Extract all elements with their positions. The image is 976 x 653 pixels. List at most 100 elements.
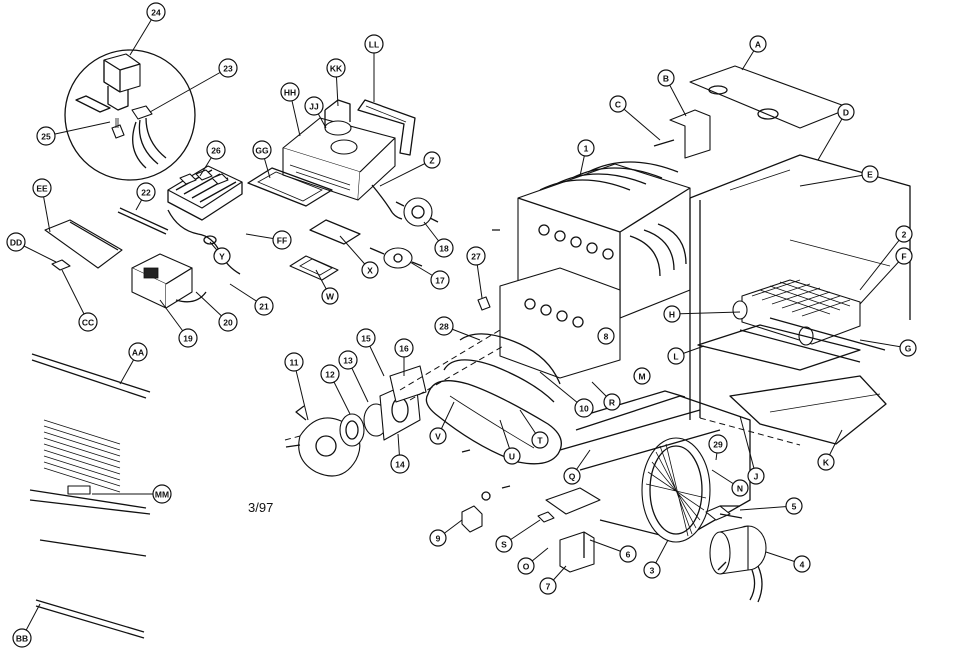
- callout-2: 2: [859, 225, 913, 291]
- gas-valve-detail: [64, 49, 196, 181]
- callout-7: 7: [539, 565, 567, 595]
- burners: [167, 165, 243, 221]
- callout-circle: [429, 529, 447, 547]
- callout-label: O: [523, 562, 530, 572]
- callout-f: F: [859, 247, 913, 305]
- callout-10: 10: [539, 371, 594, 418]
- callout-l: L: [667, 345, 705, 365]
- callout-label: 5: [792, 502, 797, 512]
- callout-circle: [861, 165, 879, 183]
- callout-label: 3: [650, 566, 655, 576]
- callout-leader: [817, 111, 847, 161]
- callout-circle: [895, 225, 913, 243]
- callout-dd: DD: [6, 232, 57, 263]
- callout-22: 22: [135, 182, 156, 211]
- callout-circle: [218, 58, 238, 78]
- callout-bb: BB: [12, 603, 41, 648]
- callout-aa: AA: [119, 342, 148, 385]
- callout-circle: [320, 364, 340, 384]
- callout-leader: [379, 159, 433, 187]
- callout-circle: [272, 230, 292, 250]
- callout-leader: [739, 415, 757, 477]
- limit-switch: [395, 197, 439, 227]
- callout-n: N: [711, 469, 749, 497]
- callout-kk: KK: [326, 58, 346, 107]
- callout-circle: [321, 287, 339, 305]
- callout-circle: [429, 427, 447, 445]
- callout-label: U: [509, 452, 515, 462]
- gasket-ll: [357, 99, 416, 156]
- callout-label: Y: [219, 252, 225, 262]
- callout-circle: [785, 497, 803, 515]
- callout-label: 24: [151, 8, 161, 18]
- inducer-assembly: [295, 365, 427, 477]
- callout-3: 3: [643, 539, 669, 579]
- callout-circle: [423, 151, 441, 169]
- callout-4: 4: [765, 551, 811, 573]
- callout-14: 14: [390, 433, 410, 474]
- callout-circle: [747, 467, 765, 485]
- callout-circle: [6, 232, 26, 252]
- door-switch: [461, 505, 483, 533]
- callout-circle: [394, 338, 414, 358]
- callout-circle: [643, 561, 661, 579]
- callout-circle: [539, 577, 557, 595]
- callout-label: 22: [141, 188, 151, 198]
- callout-v: V: [429, 401, 455, 445]
- callout-28: 28: [434, 316, 481, 341]
- bracket-w: [289, 255, 339, 281]
- callout-circle: [503, 447, 521, 465]
- callout-leader: [859, 233, 905, 291]
- callout-label: L: [673, 352, 678, 362]
- callout-circle: [206, 140, 226, 160]
- callout-17: 17: [409, 261, 450, 290]
- callout-circle: [574, 398, 594, 418]
- callout-18: 18: [423, 221, 454, 258]
- callout-circle: [667, 347, 685, 365]
- collector-box: [425, 333, 562, 465]
- callout-label: 15: [361, 334, 371, 344]
- callout-circle: [619, 545, 637, 563]
- callout-label: V: [435, 432, 441, 442]
- callout-label: M: [638, 372, 645, 382]
- plate-x: [309, 219, 361, 245]
- callout-circle: [146, 2, 166, 22]
- callout-circle: [817, 453, 835, 471]
- callout-label: BB: [16, 634, 28, 644]
- callout-label: N: [737, 484, 743, 494]
- callout-c: C: [609, 95, 661, 141]
- callout-circle: [430, 270, 450, 290]
- secondary-coil: [732, 279, 861, 346]
- callout-circle: [356, 328, 376, 348]
- callout-26: 26: [199, 140, 226, 177]
- callout-16: 16: [394, 338, 414, 376]
- callout-ll: LL: [364, 34, 384, 102]
- callout-circle: [563, 467, 581, 485]
- callout-label: Z: [429, 156, 434, 166]
- callout-label: HH: [284, 88, 296, 98]
- control-panel: [44, 219, 123, 269]
- callout-circle: [218, 312, 238, 332]
- callout-circle: [361, 261, 379, 279]
- callout-label: B: [663, 74, 669, 84]
- callout-r: R: [591, 381, 621, 411]
- callout-label: H: [669, 310, 675, 320]
- callout-circle: [32, 178, 52, 198]
- callout-6: 6: [589, 539, 637, 563]
- callout-label: 12: [325, 370, 335, 380]
- callout-leader: [671, 311, 741, 315]
- callout-12: 12: [320, 364, 351, 415]
- callout-circle: [364, 34, 384, 54]
- callout-label: EE: [36, 184, 48, 194]
- callout-label: AA: [132, 348, 144, 358]
- callout-circle: [899, 339, 917, 357]
- callout-gg: GG: [252, 140, 272, 179]
- callout-label: 21: [259, 302, 269, 312]
- callout-circle: [390, 454, 410, 474]
- callout-label: GG: [255, 146, 269, 156]
- callout-25: 25: [36, 121, 111, 146]
- callout-g: G: [859, 339, 917, 357]
- callout-circle: [597, 327, 615, 345]
- callout-y: Y: [209, 241, 231, 265]
- callout-hh: HH: [280, 82, 301, 137]
